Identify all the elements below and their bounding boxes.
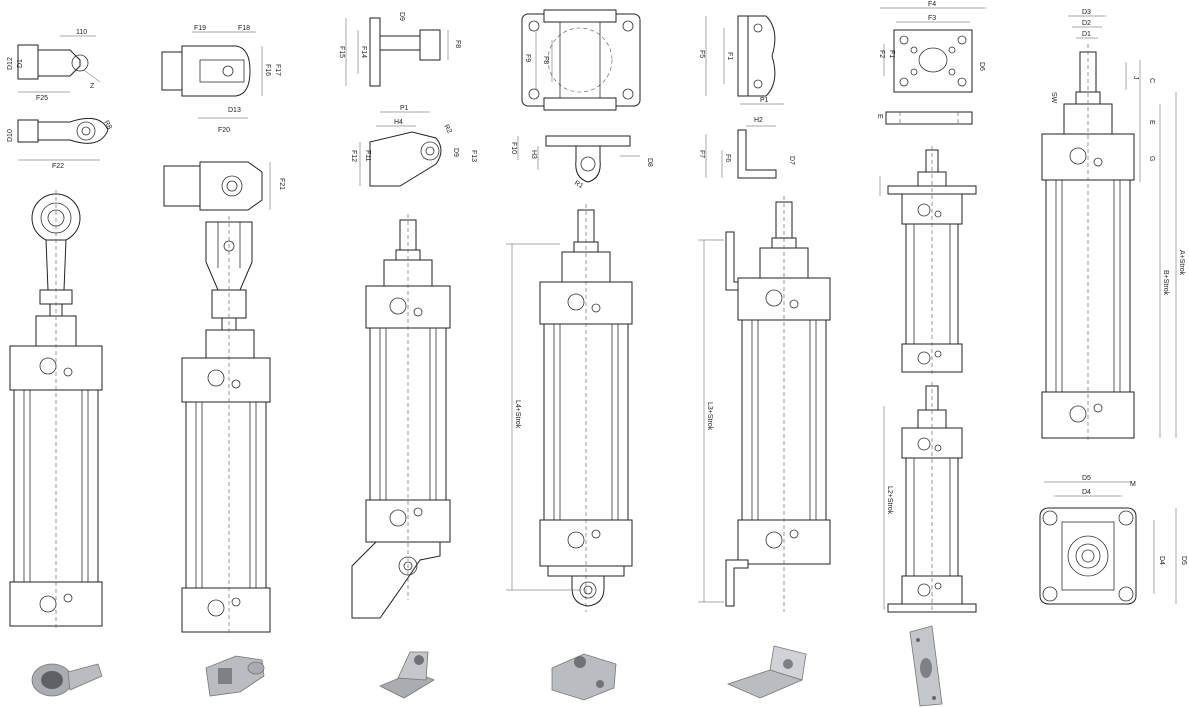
flange-rear-cylinder: L2+Strok (883, 382, 977, 613)
pivot-cylinder (351, 214, 451, 619)
label-f1: F1 (726, 52, 733, 60)
base-cylinder-end-view: D5 D4 M D4 D5 (1039, 475, 1187, 605)
flange-plate-column: F4 F3 F1 F2 D6 E (876, 1, 986, 613)
label-d1: D1 (1082, 31, 1091, 38)
label-f25: F25 (36, 95, 48, 102)
label-d1: D1 (17, 59, 24, 68)
label-a-strok: A+Strok (1178, 250, 1185, 276)
label-f8: F8 (454, 40, 461, 48)
label-d9: D9 (398, 12, 405, 21)
clevis-photo (205, 655, 265, 697)
label-f20: F20 (218, 127, 230, 134)
label-f14: F14 (360, 46, 367, 58)
label-f1: F1 (888, 50, 895, 58)
label-110: 110 (76, 29, 87, 36)
label-r8: R8 (102, 120, 113, 131)
label-d13: D13 (228, 107, 241, 114)
label-f15: F15 (338, 46, 345, 58)
label-r1: R1 (573, 180, 584, 191)
base-cylinder-column: D3 D2 D1 J C SW E G A+Strok (1039, 9, 1187, 605)
label-h3: H3 (530, 150, 537, 159)
label-sw: SW (1050, 92, 1057, 104)
label-f19: F19 (194, 25, 206, 32)
label-d7: D7 (788, 156, 795, 165)
foot-bracket-column: F5 F1 P1 H2 F7 F6 D7 (698, 15, 831, 612)
pivot-bracket-column: D9 F15 F14 F8 P1 H4 R2 D9 F12 F11 F13 (338, 12, 477, 619)
clevis-detail-side: F21 (163, 161, 285, 211)
label-l3-strok: L3+Strok (706, 402, 713, 431)
swivel-mount-photo (551, 653, 617, 701)
label-d8: D8 (646, 158, 653, 167)
product-photo-row (31, 625, 943, 707)
swivel-detail-side: F10 H3 D8 R1 (510, 135, 653, 191)
label-l4-strok: L4+Strok (514, 400, 521, 429)
flange-front-cylinder (879, 146, 977, 374)
clevis-column: F19 F18 F17 F16 D13 F20 F21 (161, 25, 285, 636)
label-e: E (876, 114, 883, 119)
label-d5-side: D5 (1180, 556, 1187, 565)
pivot-bracket-photo (379, 651, 435, 699)
rod-eye-photo (31, 663, 103, 697)
label-j: J (1132, 76, 1139, 80)
label-f10: F10 (510, 142, 517, 154)
label-f5: F5 (698, 50, 705, 58)
label-f7: F7 (698, 150, 705, 158)
rod-eye-detail-top: 110 D1 D12 Z F25 (7, 29, 101, 102)
rod-eye-cylinder (9, 190, 103, 630)
clevis-cylinder (181, 216, 271, 636)
foot-detail-side: H2 F7 F6 D7 (698, 117, 795, 179)
swivel-cylinder: L4+Strok (506, 204, 633, 612)
foot-detail-top: F5 F1 P1 (698, 15, 784, 105)
label-f17: F17 (274, 64, 281, 76)
flange-detail-side: E (876, 111, 973, 125)
label-f16: F16 (264, 64, 271, 76)
label-b-strok: B+Strok (1162, 270, 1169, 296)
label-d3: D3 (1082, 9, 1091, 16)
pivot-detail-top: D9 F15 F14 F8 (338, 12, 461, 87)
label-d2: D2 (1082, 20, 1091, 27)
label-z: Z (90, 83, 95, 90)
pivot-detail-side: P1 H4 R2 D9 F12 F11 F13 (350, 105, 477, 187)
label-f21: F21 (278, 178, 285, 190)
label-f13: F13 (470, 150, 477, 162)
label-f6: F6 (724, 154, 731, 162)
label-d12: D12 (7, 57, 14, 70)
label-m: M (1130, 481, 1136, 488)
label-f9: F9 (524, 54, 531, 62)
clevis-detail-top: F19 F18 F17 F16 D13 F20 (161, 25, 281, 134)
label-h4: H4 (394, 119, 403, 126)
label-d5-top: D5 (1082, 475, 1091, 482)
label-l2-strok: L2+Strok (886, 486, 893, 515)
label-e: E (1148, 120, 1155, 125)
label-f18: F18 (238, 25, 250, 32)
label-c: C (1148, 78, 1155, 83)
swivel-detail-top: F9 F8 (521, 9, 641, 111)
flange-plate-photo (909, 625, 943, 707)
label-d9b: D9 (452, 148, 459, 157)
label-f22: F22 (52, 163, 64, 170)
label-p1: P1 (760, 97, 769, 104)
label-d4-side: D4 (1158, 556, 1165, 565)
label-g: G (1148, 156, 1155, 161)
foot-cylinder: L3+Strok (698, 196, 831, 612)
label-p1: P1 (400, 105, 409, 112)
foot-bracket-photo (726, 645, 807, 699)
label-f11: F11 (364, 150, 371, 162)
rod-eye-detail-side: D10 R8 F22 (7, 117, 113, 170)
label-d10: D10 (7, 129, 14, 142)
label-f2: F2 (878, 50, 885, 58)
label-f3: F3 (928, 15, 936, 22)
label-f4: F4 (928, 1, 936, 8)
swivel-mount-column: F9 F8 F10 H3 D8 R1 (506, 9, 653, 612)
label-d6: D6 (978, 62, 985, 71)
label-r2: R2 (442, 124, 453, 135)
label-d4-top: D4 (1082, 489, 1091, 496)
flange-detail-top: F4 F3 F1 F2 D6 (878, 1, 986, 93)
base-cylinder-side-view: D3 D2 D1 J C SW E G A+Strok (1041, 9, 1185, 442)
label-f8: F8 (542, 56, 549, 64)
rod-eye-column: 110 D1 D12 Z F25 D10 R8 F22 (7, 29, 113, 630)
label-h2: H2 (754, 117, 763, 124)
label-f12: F12 (350, 150, 357, 162)
